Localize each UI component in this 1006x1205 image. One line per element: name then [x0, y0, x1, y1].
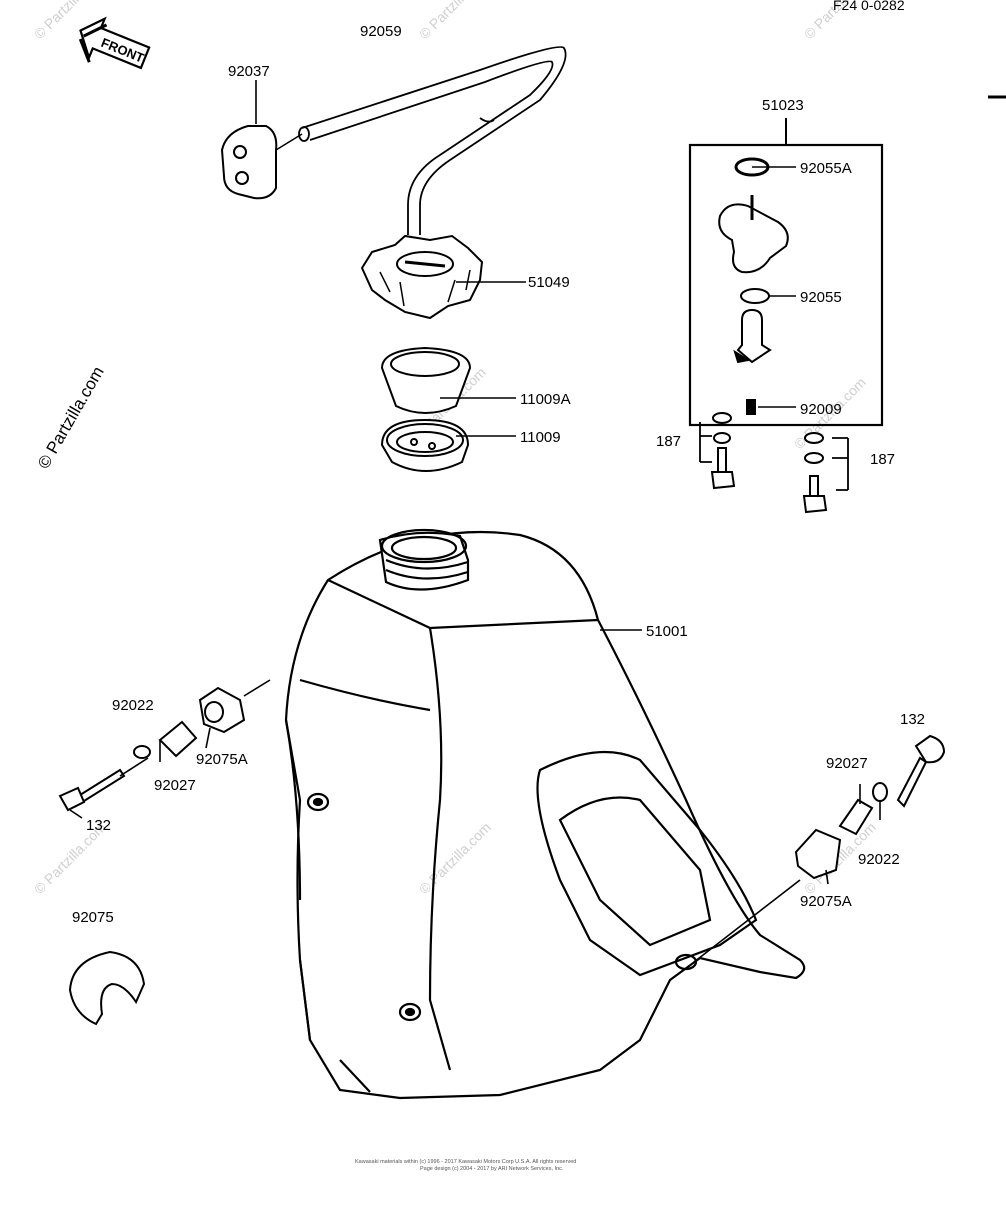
part-label-92037: 92037	[228, 63, 270, 80]
fuel-tank	[284, 528, 806, 1100]
leader-lines	[255, 80, 796, 631]
screw-set-right	[802, 432, 849, 514]
left-mount-parts	[58, 679, 271, 819]
part-label-92075A-right: 92075A	[800, 893, 852, 910]
watermark-dark: © Partzilla.com	[34, 363, 108, 472]
footer-page-design: Page design (c) 2004 - 2017 by ARI Netwo…	[420, 1166, 564, 1172]
part-label-92022-left: 92022	[112, 697, 154, 714]
part-label-92022-right: 92022	[858, 851, 900, 868]
part-label-187-left: 187	[656, 433, 681, 450]
screw-set-left	[699, 412, 736, 490]
breather-hose	[298, 46, 567, 235]
part-labels: 92059 92037 51023 92055A 51049 92055 110…	[72, 23, 925, 926]
part-label-51001: 51001	[646, 623, 688, 640]
part-label-92075A-left: 92075A	[196, 751, 248, 768]
figure-code: F24 0-0282	[833, 0, 905, 13]
fuel-tap-assembly	[688, 118, 884, 427]
part-label-132-left: 132	[86, 817, 111, 834]
part-label-92055A: 92055A	[800, 160, 852, 177]
footer-copyright: Kawasaki materials within (c) 1996 - 201…	[355, 1159, 576, 1165]
part-label-11009A: 11009A	[520, 391, 571, 408]
watermark: © Partzilla.com	[416, 0, 494, 42]
watermark: © Partzilla.com	[416, 819, 494, 897]
gasket-11009	[380, 418, 470, 472]
part-label-92075: 92075	[72, 909, 114, 926]
spacer-92075	[68, 950, 146, 1026]
part-label-92055: 92055	[800, 289, 842, 306]
part-label-11009: 11009	[520, 429, 561, 446]
footer: Kawasaki materials within (c) 1996 - 201…	[355, 1159, 576, 1172]
right-mount-parts	[693, 734, 946, 963]
part-label-187-right: 187	[870, 451, 895, 468]
part-label-51023: 51023	[762, 97, 804, 114]
part-label-92027-right: 92027	[826, 755, 868, 772]
part-label-92009: 92009	[800, 401, 842, 418]
part-label-92027-left: 92027	[154, 777, 196, 794]
part-label-92059: 92059	[360, 23, 402, 40]
fuel-cap	[360, 234, 484, 320]
part-label-51049: 51049	[528, 274, 570, 291]
hose-clamp	[220, 125, 278, 200]
part-label-132-right: 132	[900, 711, 925, 728]
front-arrow: FRONT	[78, 16, 151, 70]
gasket-11009A	[380, 346, 472, 414]
